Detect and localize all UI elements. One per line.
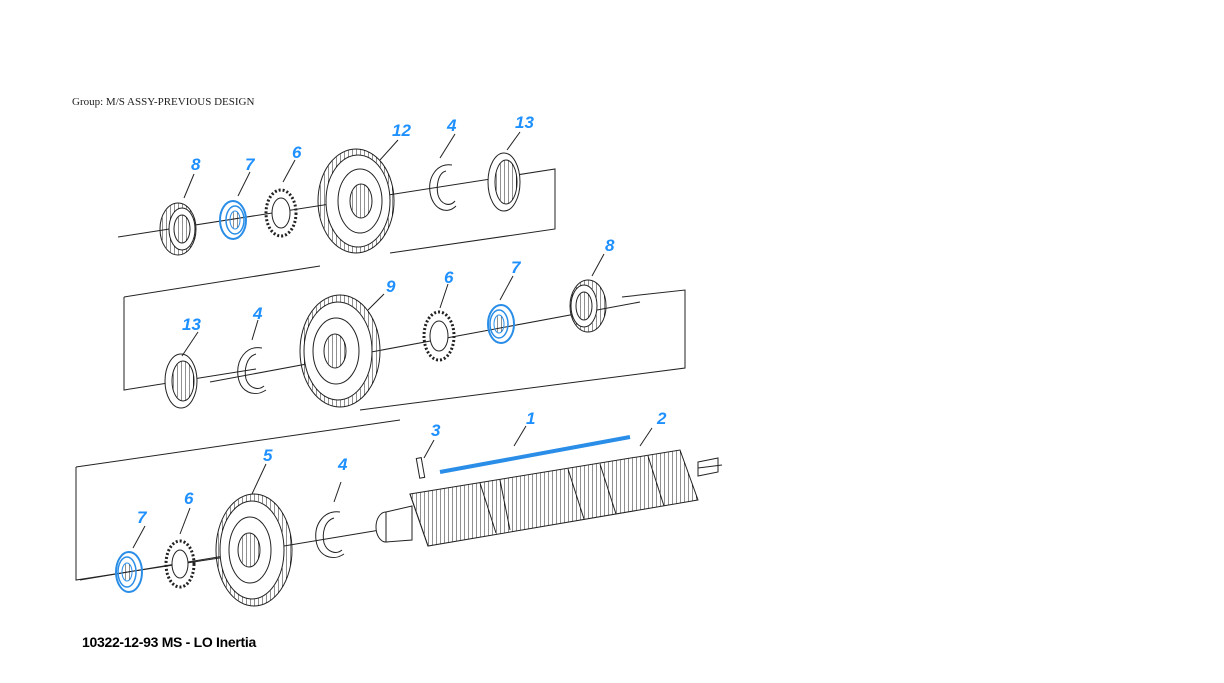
row-3-assembly <box>75 419 723 607</box>
row-2-assembly <box>123 253 686 411</box>
callout-7[interactable]: 7 <box>245 155 256 174</box>
row-2-plane-right <box>359 289 686 411</box>
part-6-mid-gear-ring[interactable] <box>422 310 456 362</box>
part-1-highlight-rod[interactable] <box>439 435 631 474</box>
callout-9[interactable]: 9 <box>386 277 396 296</box>
callout-4[interactable]: 4 <box>446 116 457 135</box>
part-7-top-ring[interactable] <box>219 200 247 240</box>
part-12-large-gear[interactable] <box>317 148 395 254</box>
diagram-caption: 10322-12-93 MS - LO Inertia <box>82 634 256 650</box>
callout-6[interactable]: 6 <box>184 489 194 508</box>
part-8-mid-bearing[interactable] <box>569 279 607 333</box>
callout-1[interactable]: 1 <box>526 409 535 428</box>
row-3-plane-top <box>75 419 401 468</box>
part-2-main-shaft[interactable] <box>375 449 723 547</box>
callout-7[interactable]: 7 <box>511 258 522 277</box>
row-3-plane-left <box>75 467 227 581</box>
row-2-plane-left <box>123 297 257 391</box>
callout-4[interactable]: 4 <box>252 304 263 323</box>
callout-12[interactable]: 12 <box>392 121 411 140</box>
callout-7[interactable]: 7 <box>137 508 148 527</box>
part-9-large-gear[interactable] <box>299 294 381 408</box>
callout-2[interactable]: 2 <box>656 409 667 428</box>
part-3-pin[interactable] <box>415 457 426 479</box>
row-2-leaders <box>181 253 605 357</box>
callout-8[interactable]: 8 <box>191 155 201 174</box>
callout-6[interactable]: 6 <box>292 143 302 162</box>
part-5-gear[interactable] <box>215 493 293 607</box>
group-label: Group: M/S ASSY-PREVIOUS DESIGN <box>72 96 255 108</box>
row-2-axis <box>209 301 641 383</box>
callout-3[interactable]: 3 <box>431 421 441 440</box>
callout-6[interactable]: 6 <box>444 268 454 287</box>
callout-13[interactable]: 13 <box>182 315 201 334</box>
row-3-leaders <box>132 425 653 549</box>
part-4-top-snap-ring[interactable] <box>429 164 457 211</box>
row-1-leaders <box>183 131 521 199</box>
part-6-top-gear-ring[interactable] <box>264 188 298 238</box>
part-4-bottom-snap-ring[interactable] <box>315 511 345 558</box>
row-2-plane-top <box>123 265 321 298</box>
callout-8[interactable]: 8 <box>605 236 615 255</box>
part-7-mid-ring[interactable] <box>487 304 515 344</box>
part-13-mid-bearing[interactable] <box>164 353 198 409</box>
part-7-bottom-ring[interactable] <box>115 551 143 593</box>
callout-13[interactable]: 13 <box>515 113 534 132</box>
callout-4[interactable]: 4 <box>337 455 348 474</box>
row-1-assembly <box>117 131 556 256</box>
part-13-top-bearing[interactable] <box>487 152 521 212</box>
part-6-bottom-gear-ring[interactable] <box>164 539 196 589</box>
callout-5[interactable]: 5 <box>263 446 273 465</box>
part-4-mid-snap-ring[interactable] <box>237 347 267 394</box>
part-8-top-bearing[interactable] <box>159 202 197 256</box>
